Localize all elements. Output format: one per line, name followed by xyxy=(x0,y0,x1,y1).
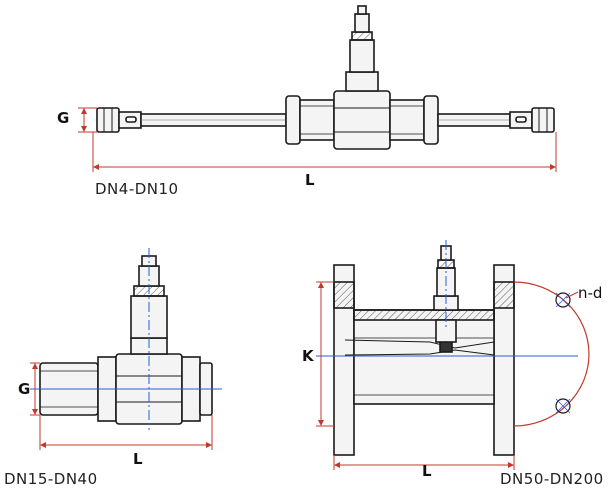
sensor-connector xyxy=(354,13,370,33)
sensor-cap xyxy=(357,5,367,15)
dims-dn15-dn40 xyxy=(30,362,213,450)
bl-dim-g-label: G xyxy=(18,380,31,398)
br-dim-k-label: K xyxy=(302,347,314,365)
bolt-hole-top xyxy=(555,292,571,308)
centerlines-dn50-dn200 xyxy=(316,240,578,357)
right-end-nut xyxy=(531,107,555,133)
bolt-circle xyxy=(513,281,590,427)
caption-dn50-dn200: DN50-DN200 xyxy=(500,470,604,488)
meter-body xyxy=(353,309,495,405)
sensor-knurl xyxy=(351,31,373,41)
caption-dn4-dn10: DN4-DN10 xyxy=(95,180,179,198)
top-dim-g-label: G xyxy=(57,109,70,127)
bolt-nd-label: n-d xyxy=(578,284,603,302)
centerlines-dn15-dn40 xyxy=(30,248,222,430)
sensor-stem xyxy=(349,39,375,73)
right-union-nut xyxy=(423,95,439,145)
meter-body xyxy=(333,90,391,150)
bolt-hole-bottom xyxy=(555,398,571,414)
bl-dim-l-label: L xyxy=(133,450,143,468)
br-dim-l-label: L xyxy=(422,462,432,480)
left-union-nut xyxy=(285,95,301,145)
sensor-well xyxy=(435,319,457,343)
top-dim-l-label: L xyxy=(305,171,315,189)
view-dn50-dn200 xyxy=(333,245,515,456)
caption-dn15-dn40: DN15-DN40 xyxy=(4,470,98,488)
dims-dn50-dn200 xyxy=(316,281,515,470)
view-dn15-dn40 xyxy=(39,255,213,425)
view-dn4-dn10 xyxy=(96,5,555,150)
left-end-nut xyxy=(96,107,120,133)
sensor-base xyxy=(345,71,379,92)
right-union-body xyxy=(389,99,425,141)
dims-dn4-dn10 xyxy=(78,107,557,172)
